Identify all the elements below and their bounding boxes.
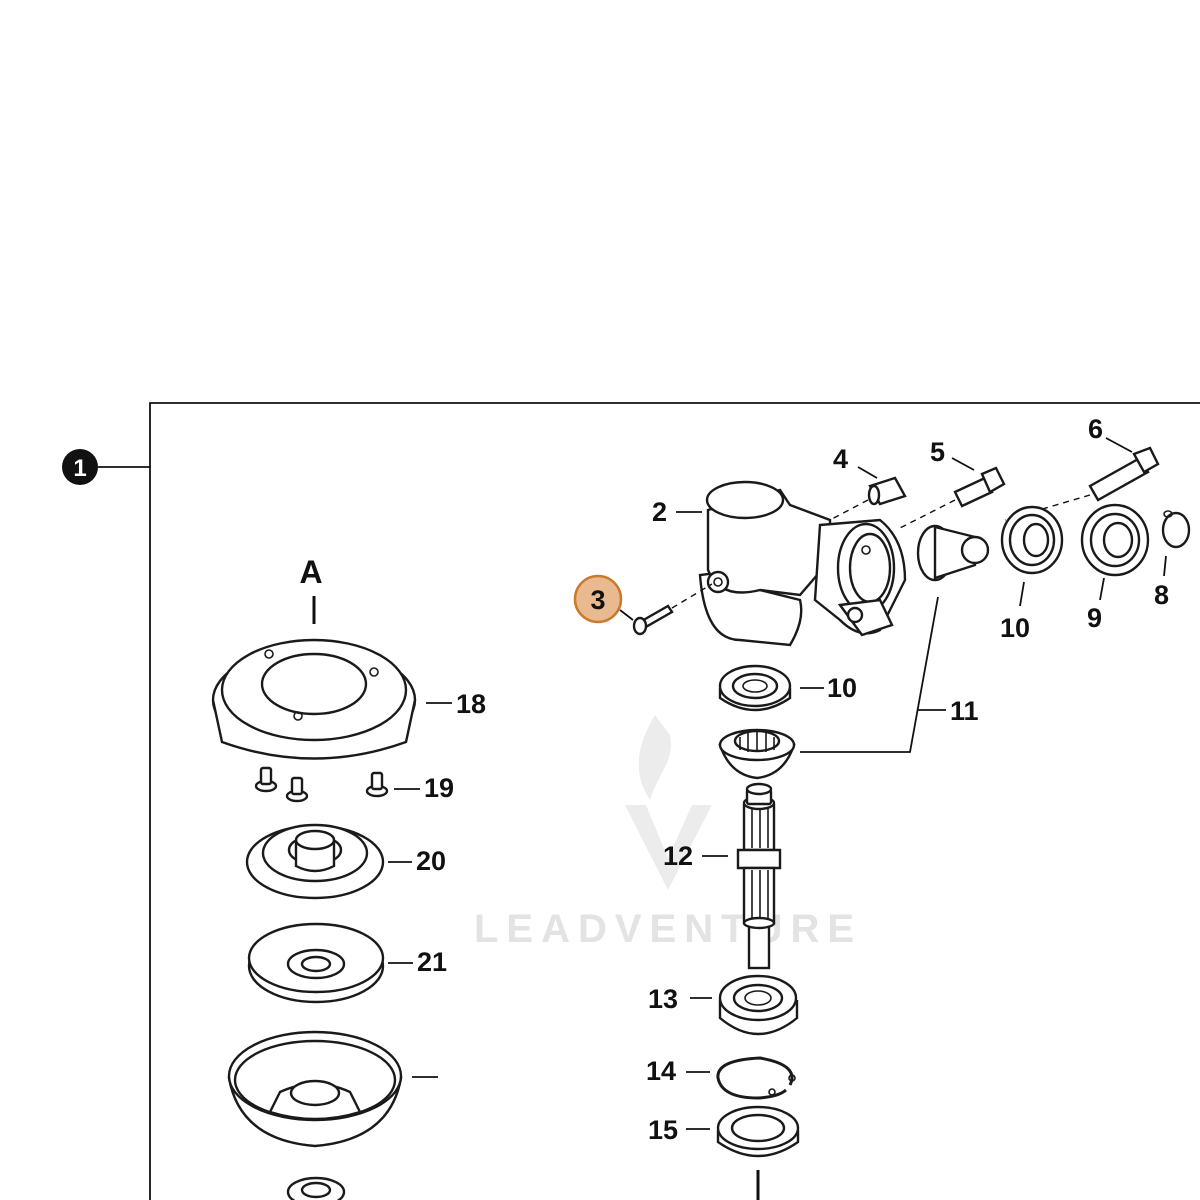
group-label-a: A [299, 554, 322, 590]
callout-3[interactable]: 3 [590, 585, 605, 615]
part-10-bearing-lower[interactable] [718, 664, 792, 712]
callout-13[interactable]: 13 [648, 984, 678, 1014]
callout-10-upper[interactable]: 10 [1000, 613, 1030, 643]
highlight-marker-3[interactable] [573, 574, 623, 624]
callout-10-lower[interactable]: 10 [827, 673, 857, 703]
callout-2[interactable]: 2 [652, 497, 667, 527]
watermark-text: LEADVENTURE [474, 907, 862, 951]
callout-8[interactable]: 8 [1154, 580, 1169, 610]
assembly-badge-label: 1 [73, 455, 86, 482]
part-2-gear-housing[interactable] [698, 480, 907, 647]
part-6-long-bolt[interactable] [1088, 446, 1160, 502]
part-14-circlip[interactable] [716, 1056, 796, 1100]
part-19-washer[interactable] [247, 922, 385, 1004]
callout-17[interactable]: 19 [424, 773, 454, 803]
callout-11[interactable]: 11 [950, 696, 979, 726]
callout-9[interactable]: 9 [1087, 603, 1102, 633]
part-17-screws[interactable] [254, 766, 389, 803]
callout-16[interactable]: 18 [456, 689, 486, 719]
part-15-seal[interactable] [716, 1105, 800, 1158]
assembly-bracket: 1 [62, 402, 1200, 1200]
callout-14[interactable]: 14 [646, 1056, 676, 1086]
callout-4[interactable]: 4 [833, 444, 848, 474]
part-4-bolt[interactable] [867, 476, 907, 506]
part-11-bevel-gear-upper[interactable] [916, 524, 990, 582]
callout-5[interactable]: 5 [930, 437, 945, 467]
callout-6[interactable]: 6 [1088, 414, 1103, 444]
callout-18[interactable]: 20 [416, 846, 446, 876]
callout-12[interactable]: 12 [663, 841, 693, 871]
assembly-badge[interactable] [62, 449, 98, 485]
part-10-bearing-upper[interactable] [1000, 505, 1064, 575]
watermark: LEADVENTURE [474, 715, 862, 951]
part-20-cup[interactable] [227, 1030, 403, 1148]
part-5-bolt[interactable] [953, 466, 1006, 508]
part-12-shaft[interactable] [736, 782, 782, 970]
part-8-circlip[interactable] [1161, 510, 1191, 549]
part-18-plate[interactable] [245, 823, 385, 900]
part-9-bearing[interactable] [1080, 503, 1150, 577]
part-11-bevel-gear-lower[interactable] [718, 728, 796, 780]
callout-19[interactable]: 21 [417, 947, 447, 977]
callout-15[interactable]: 15 [648, 1115, 678, 1145]
part-13-bearing[interactable] [718, 974, 799, 1036]
part-3-screw[interactable] [632, 604, 674, 636]
part-16-cover[interactable] [211, 638, 417, 760]
part-21-nut[interactable] [286, 1176, 346, 1200]
